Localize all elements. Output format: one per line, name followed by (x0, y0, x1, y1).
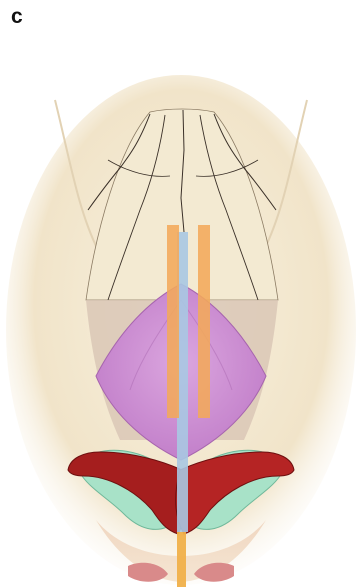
columellar-strut (177, 532, 186, 587)
right-spreader-graft (198, 225, 210, 418)
panel-label: c (11, 6, 23, 27)
left-spreader-graft (167, 225, 179, 418)
